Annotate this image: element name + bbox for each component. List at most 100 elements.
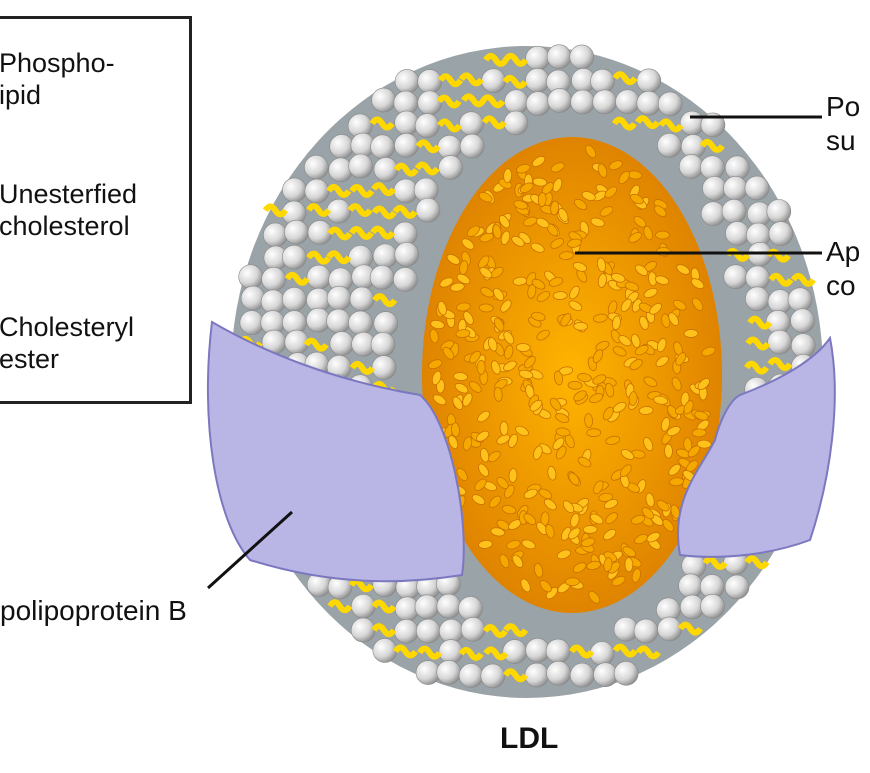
- cholesteryl-ester-molecule: [572, 562, 587, 573]
- phospholipid-head: [569, 44, 595, 70]
- phospholipid-head: [633, 618, 659, 644]
- cholesteryl-ester-molecule: [660, 417, 671, 432]
- phospholipid-head: [745, 265, 770, 291]
- phospholipid-head: [459, 111, 484, 136]
- phospholipid-head: [721, 198, 747, 224]
- cholesteryl-ester-molecule: [584, 413, 594, 428]
- phospholipid-head: [787, 287, 813, 312]
- cholesteryl-ester-molecule: [666, 426, 681, 437]
- phospholipid-head: [373, 157, 399, 182]
- cholesterol-molecule: [347, 203, 373, 218]
- phospholipid-head: [481, 68, 506, 94]
- cholesteryl-ester-molecule: [480, 287, 495, 298]
- cholesterol-molecule: [635, 645, 661, 660]
- phospholipid-head: [745, 286, 770, 312]
- cholesteryl-ester-molecule: [478, 539, 493, 549]
- phospholipid-head: [326, 285, 352, 311]
- cholesteryl-ester-molecule: [603, 529, 617, 541]
- cholesteryl-ester-molecule: [455, 329, 471, 339]
- cholesteryl-ester-molecule: [496, 434, 511, 445]
- phospholipid-head: [459, 133, 485, 159]
- cholesteryl-ester-molecule: [555, 445, 567, 460]
- cholesteryl-ester-molecule: [493, 287, 505, 302]
- cholesteryl-ester-molecule: [671, 376, 682, 391]
- cholesteryl-ester-molecule: [450, 282, 465, 292]
- phospholipid-head: [394, 69, 420, 94]
- legend-label: cholesterol: [0, 211, 130, 241]
- cholesteryl-ester-molecule: [620, 298, 632, 312]
- cholesteryl-ester-molecule: [553, 370, 564, 386]
- cholesteryl-ester-molecule: [428, 359, 443, 370]
- legend-label: ester: [0, 344, 60, 374]
- cholesteryl-ester-molecule: [654, 275, 670, 285]
- phospholipid-head: [326, 308, 351, 334]
- phospholipid-head: [373, 311, 399, 336]
- cholesteryl-ester-molecule: [459, 260, 469, 275]
- phospholipid-head: [394, 133, 419, 158]
- cholesteryl-ester-molecule: [503, 360, 517, 372]
- phospholipid-head: [790, 308, 815, 334]
- cholesteryl-ester-molecule: [570, 513, 580, 528]
- cholesterol-molecule: [306, 250, 332, 265]
- cholesteryl-ester-molecule: [478, 303, 494, 313]
- cholesteryl-ester-molecule: [577, 456, 592, 468]
- cholesterol-molecule: [393, 162, 419, 177]
- phospholipid-head: [460, 616, 486, 642]
- cholesteryl-ester-molecule: [687, 445, 701, 458]
- cholesteryl-ester-molecule: [543, 498, 557, 511]
- cholesteryl-ester-molecule: [555, 427, 571, 437]
- legend-label: Phospho-: [0, 48, 115, 78]
- phospholipid-head: [417, 69, 443, 94]
- cholesteryl-ester-molecule: [466, 225, 480, 237]
- cholesteryl-ester-molecule: [552, 437, 565, 450]
- phospholipid-head: [636, 68, 662, 94]
- cholesteryl-ester-molecule: [501, 505, 517, 515]
- cholesterol-molecule: [743, 360, 770, 375]
- phospholipid-head: [613, 661, 639, 686]
- cholesteryl-ester-molecule: [552, 178, 563, 193]
- cholesterol-molecule: [327, 599, 353, 614]
- cholesteryl-ester-molecule: [496, 476, 509, 490]
- cholesteryl-ester-molecule: [605, 512, 618, 525]
- cholesteryl-ester-molecule: [511, 235, 525, 247]
- cholesteryl-ester-molecule: [611, 315, 621, 331]
- cholesteryl-ester-molecule: [641, 507, 655, 520]
- cholesterol-molecule: [326, 183, 352, 198]
- cholesteryl-ester-molecule: [532, 155, 546, 168]
- cholesterol-molecule: [503, 52, 529, 67]
- phospholipid-head: [414, 113, 440, 138]
- cholesteryl-ester-molecule: [492, 224, 502, 239]
- cholesteryl-ester-molecule: [573, 390, 587, 402]
- cholesteryl-ester-molecule: [478, 255, 490, 269]
- cholesteryl-ester-molecule: [611, 575, 626, 587]
- cholesteryl-ester-molecule: [471, 494, 486, 505]
- cholesteryl-ester-molecule: [552, 291, 568, 300]
- phospholipid-head: [348, 153, 373, 179]
- cholesterol-molecule: [612, 71, 638, 86]
- cholesteryl-ester-molecule: [518, 369, 534, 379]
- cholesteryl-ester-molecule: [469, 350, 481, 364]
- cholesterol-molecule: [371, 205, 397, 220]
- cholesteryl-ester-molecule: [664, 443, 673, 459]
- cholesteryl-ester-molecule: [456, 302, 471, 312]
- cholesterol-molecule: [392, 644, 418, 659]
- phospholipid-head: [700, 201, 726, 226]
- cholesterol-molecule: [370, 225, 396, 240]
- cholesteryl-ester-molecule: [610, 329, 622, 344]
- cholesteryl-ester-molecule: [567, 238, 582, 248]
- cholesterol-molecule: [502, 74, 528, 89]
- cholesterol-molecule: [658, 118, 684, 133]
- phospholipid-head: [702, 176, 727, 201]
- legend-phospholipid: Phospho-ipid: [0, 47, 115, 111]
- cholesteryl-ester-molecule: [656, 338, 667, 353]
- cholesteryl-ester-molecule: [503, 168, 513, 183]
- phospholipid-head: [700, 112, 726, 138]
- cholesteryl-ester-molecule: [523, 355, 536, 369]
- cholesterol-molecule: [392, 204, 418, 219]
- cholesteryl-ester-molecule: [568, 300, 583, 311]
- cholesteryl-ester-molecule: [488, 495, 502, 508]
- cholesteryl-ester-molecule: [634, 344, 649, 356]
- cholesteryl-ester-molecule: [461, 238, 475, 250]
